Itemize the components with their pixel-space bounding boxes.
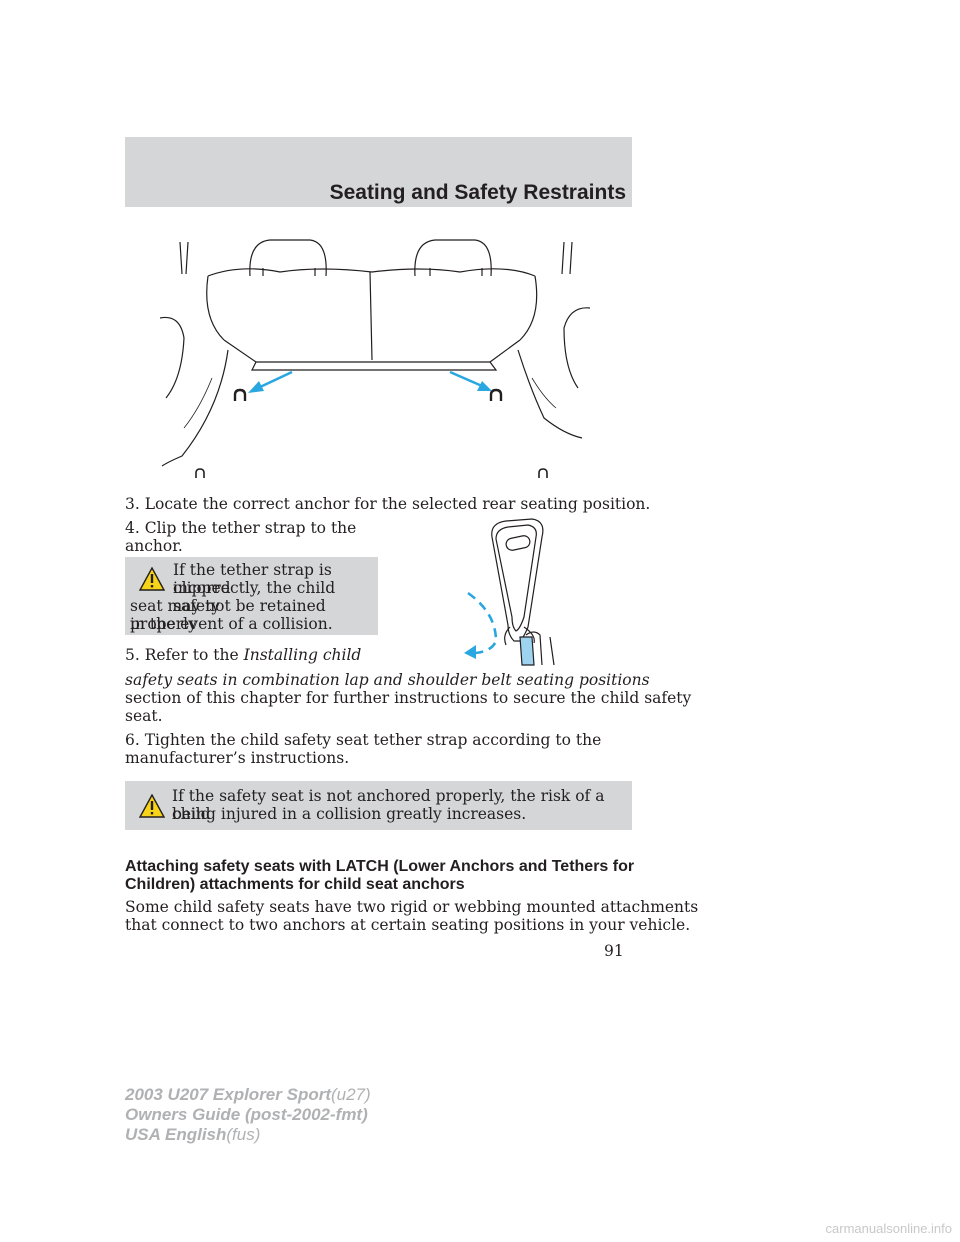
watermark: carmanualsonline.info xyxy=(825,1221,952,1236)
warning-line: incorrectly, the child safety xyxy=(173,579,336,615)
section-heading: Attaching safety seats with LATCH (Lower… xyxy=(125,858,645,894)
step-5-reference-cont: safety seats in combination lap and shou… xyxy=(125,671,650,689)
page-number: 91 xyxy=(604,942,624,960)
warning-triangle-icon xyxy=(139,567,165,591)
document-footer: 2003 U207 Explorer Sport(u27) Owners Gui… xyxy=(125,1085,371,1145)
step-5-line3: section of this chapter for further inst… xyxy=(125,689,692,707)
footer-model-code: (u27) xyxy=(330,1085,371,1104)
warning-box-tether: If the tether strap is clipped incorrect… xyxy=(125,557,378,635)
warning-line: If the tether strap is clipped xyxy=(173,561,332,597)
footer-language-code: (fus) xyxy=(226,1125,261,1144)
step-5-line2: safety seats in combination lap and shou… xyxy=(125,671,650,689)
warning-line: in the event of a collision. xyxy=(130,615,333,633)
section-heading-line1: Attaching safety seats with LATCH (Lower… xyxy=(125,858,635,875)
step-5-line1: 5. Refer to the Installing child xyxy=(125,646,361,664)
cargo-anchors-illustration xyxy=(160,239,590,478)
section-body-line1: Some child safety seats have two rigid o… xyxy=(125,898,699,916)
footer-line3: USA English(fus) xyxy=(125,1125,371,1145)
warning-line: being injured in a collision greatly inc… xyxy=(172,805,527,823)
step-5-line4: seat. xyxy=(125,707,163,725)
step-5-text: 5. Refer to the xyxy=(125,646,239,664)
tether-hook-illustration xyxy=(464,518,555,666)
step-6-line2: manufacturer’s instructions. xyxy=(125,749,350,767)
section-title: Seating and Safety Restraints xyxy=(329,181,626,204)
step-5-reference: Installing child xyxy=(243,646,362,664)
step-4-line1: 4. Clip the tether strap to the xyxy=(125,519,357,537)
section-body-line2: that connect to two anchors at certain s… xyxy=(125,916,691,934)
footer-language: USA English xyxy=(125,1125,227,1144)
step-3: 3. Locate the correct anchor for the sel… xyxy=(125,495,651,513)
arrow-icon xyxy=(248,370,492,393)
anchor-icon xyxy=(195,388,548,478)
step-4-line2: anchor. xyxy=(125,537,183,555)
section-heading-line2: Children) attachments for child seat anc… xyxy=(125,876,465,893)
footer-line2: Owners Guide (post-2002-fmt) xyxy=(125,1105,368,1124)
warning-line: seat may not be retained properly xyxy=(130,597,326,633)
step-6-line1: 6. Tighten the child safety seat tether … xyxy=(125,731,602,749)
warning-box-anchoring: If the safety seat is not anchored prope… xyxy=(125,781,632,830)
warning-triangle-icon xyxy=(139,794,165,818)
footer-model: 2003 U207 Explorer Sport xyxy=(125,1085,331,1104)
header-band: Seating and Safety Restraints xyxy=(125,137,632,207)
footer-line1: 2003 U207 Explorer Sport(u27) xyxy=(125,1085,371,1105)
warning-line: If the safety seat is not anchored prope… xyxy=(172,787,605,823)
